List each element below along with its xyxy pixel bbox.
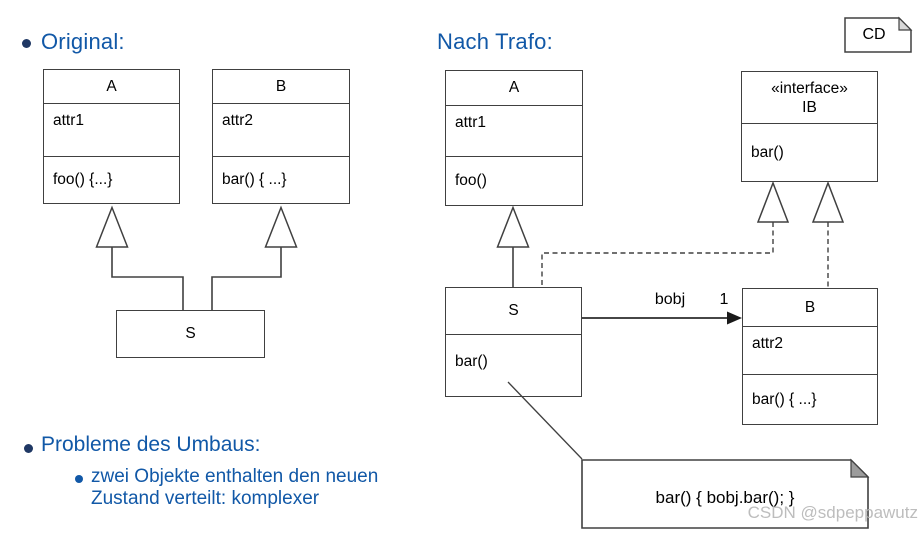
original-class-a: A attr1 foo() {...} [43, 69, 180, 204]
heading-nach-trafo: Nach Trafo: [437, 29, 553, 54]
problems-line1: zwei Objekte enthalten den neuen [91, 466, 379, 487]
association-arrowhead-icon [727, 311, 742, 325]
class-name: S [185, 325, 196, 342]
trafo-class-s: S bar() [445, 287, 582, 397]
watermark: CSDN @sdpeppawutz [747, 503, 918, 522]
bullet-icon [22, 39, 31, 48]
class-name: A [44, 70, 179, 104]
original-class-b: B attr2 bar() { ...} [212, 69, 350, 204]
class-attribute: attr2 [213, 104, 349, 157]
generalization-triangle-icon [264, 205, 298, 248]
class-method: bar() { ...} [222, 171, 287, 188]
trafo-class-b: B attr2 bar() { ...} [742, 288, 878, 425]
generalization-line-s-b [211, 247, 282, 310]
interface-stereotype: «interface» [771, 79, 848, 97]
trafo-interface-ib: «interface» IB bar() [741, 71, 878, 182]
generalization-triangle-icon [95, 205, 129, 248]
class-name: A [446, 71, 582, 106]
generalization-line-s-a [111, 247, 184, 310]
interface-title: «interface» IB [742, 72, 877, 124]
association-label: bobj [654, 291, 686, 308]
problems-line2: Zustand verteilt: komplexer [91, 488, 320, 509]
heading-original: Original: [41, 29, 125, 54]
cd-tag-label: CD [862, 26, 886, 43]
realization-triangle-icon [756, 180, 790, 223]
class-name: B [743, 289, 877, 327]
problems-heading: Probleme des Umbaus: [41, 433, 261, 456]
class-method: foo() [455, 172, 487, 189]
class-name: S [446, 288, 581, 335]
bullet-icon [24, 444, 33, 453]
realization-triangle-icon [811, 180, 845, 223]
realization-line-s-ib [541, 222, 774, 287]
sub-bullet-icon [75, 475, 83, 483]
class-attribute: attr1 [44, 104, 179, 157]
class-name: B [213, 70, 349, 104]
note-fold-icon [850, 458, 870, 478]
generalization-triangle-icon [496, 205, 530, 248]
original-class-s: S [116, 310, 265, 358]
class-method: bar() [455, 353, 488, 370]
class-method: foo() {...} [53, 171, 113, 188]
class-method: bar() { ...} [752, 390, 817, 408]
interface-method: bar() [751, 143, 784, 161]
trafo-class-a: A attr1 foo() [445, 70, 583, 206]
association-multiplicity: 1 [719, 291, 729, 308]
class-attribute: attr1 [446, 106, 582, 157]
interface-name: IB [802, 98, 817, 116]
class-attribute: attr2 [743, 327, 877, 375]
